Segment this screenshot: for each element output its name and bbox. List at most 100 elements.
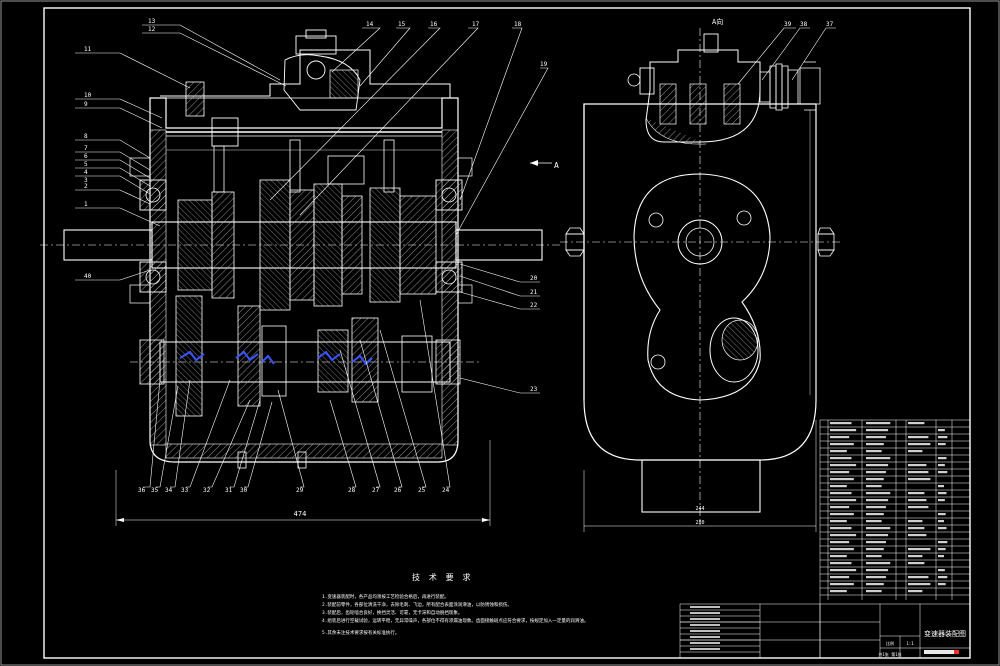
table-cell-mark — [866, 499, 889, 502]
side-view-a: A向 — [560, 17, 840, 532]
section-arrow-label: A — [554, 161, 559, 170]
gear-tooth-marks — [179, 350, 373, 366]
table-cell-mark — [866, 513, 884, 516]
table-cell-mark — [866, 506, 886, 509]
table-cell-mark — [938, 513, 946, 516]
table-cell-mark — [908, 527, 925, 530]
title-cell-mark — [690, 624, 720, 626]
table-cell-mark — [938, 520, 944, 523]
balloon: 15 — [398, 21, 406, 28]
table-cell-mark — [830, 562, 852, 565]
table-cell-mark — [938, 492, 947, 495]
table-cell-mark — [938, 499, 945, 502]
balloon: 31 — [225, 487, 233, 494]
table-cell-mark — [866, 534, 889, 537]
table-cell-mark — [866, 457, 891, 460]
table-cell-mark — [908, 562, 925, 565]
table-cell-mark — [908, 471, 929, 474]
tech-title: 技 术 要 求 — [412, 572, 472, 582]
balloon: 29 — [296, 487, 304, 494]
balloon: 39 — [784, 21, 792, 28]
table-cell-mark — [830, 457, 852, 460]
table-cell-mark — [908, 520, 923, 523]
table-cell-mark — [908, 534, 927, 537]
table-cell-mark — [908, 478, 931, 481]
balloon: 4 — [84, 169, 88, 176]
table-cell-mark — [866, 562, 891, 565]
tech-note: 5.其余未注技术要求按有关标准执行。 — [322, 629, 399, 636]
part-balloons-top: 13 12 14 15 16 17 18 19 — [148, 18, 548, 68]
table-cell-mark — [908, 576, 929, 579]
table-cell-mark — [830, 499, 857, 502]
table-cell-mark — [866, 436, 886, 439]
table-cell-mark — [830, 527, 852, 530]
table-cell-mark — [938, 429, 945, 432]
table-cell-mark — [866, 450, 882, 453]
table-cell-mark — [830, 590, 847, 593]
table-cell-mark — [938, 464, 945, 467]
table-cell-mark — [938, 471, 948, 474]
balloon: 10 — [84, 92, 92, 99]
balloon: 17 — [472, 21, 480, 28]
balloon: 8 — [84, 133, 88, 140]
table-cell-mark — [866, 464, 889, 467]
balloon: 34 — [165, 487, 173, 494]
main-section-view: 474 A — [40, 18, 560, 526]
balloon: 19 — [540, 61, 548, 68]
technical-requirements: 技 术 要 求 1.变速器装配时，各产品均须按工艺检验合格后，再进行装配。 2.… — [322, 572, 588, 636]
part-balloons-right: 20 21 22 23 — [530, 275, 538, 393]
table-cell-mark — [908, 492, 925, 495]
table-cell-mark — [938, 576, 948, 579]
table-cell-mark — [830, 478, 854, 481]
table-cell-mark — [908, 436, 929, 439]
balloon: 23 — [530, 386, 538, 393]
table-cell-mark — [908, 506, 929, 509]
balloon: 11 — [84, 46, 92, 53]
table-cell-mark — [866, 492, 891, 495]
balloon: 13 — [148, 18, 156, 25]
parts-list-cells — [690, 422, 948, 650]
balloon: 1 — [84, 201, 88, 208]
balloon: 16 — [430, 21, 438, 28]
table-cell-mark — [830, 443, 854, 446]
table-cell-mark — [866, 569, 889, 572]
title-cell-mark — [690, 606, 720, 608]
table-cell-mark — [908, 548, 931, 551]
table-cell-mark — [908, 443, 931, 446]
countershaft-gears — [139, 295, 461, 417]
side-studs — [565, 227, 835, 257]
tech-note: 1.变速器装配时，各产品均须按工艺检验合格后，再进行装配。 — [322, 593, 449, 600]
balloon: 36 — [138, 487, 146, 494]
dimension-right-outer: 280 — [695, 520, 704, 526]
drawing-name: 变速器装配图 — [924, 629, 966, 638]
table-cell-mark — [908, 464, 927, 467]
balloon: 28 — [348, 487, 356, 494]
table-cell-mark — [938, 527, 947, 530]
part-balloons-bottom: 36 35 34 33 32 31 30 29 28 27 26 25 24 — [138, 487, 450, 494]
table-cell-mark — [830, 513, 854, 516]
balloon: 33 — [181, 487, 189, 494]
balloon: 9 — [84, 101, 88, 108]
view-label-a: A向 — [712, 17, 723, 26]
table-cell-mark — [830, 422, 852, 425]
table-cell-mark — [866, 520, 882, 523]
balloon: 7 — [84, 145, 88, 152]
balloon: 21 — [530, 289, 538, 296]
table-cell-mark — [908, 590, 923, 593]
balloon: 35 — [151, 487, 159, 494]
balloon: 32 — [203, 487, 211, 494]
table-cell-mark — [866, 422, 891, 425]
balloon: 27 — [372, 487, 380, 494]
table-cell-mark — [908, 499, 927, 502]
table-cell-mark — [830, 541, 850, 544]
table-cell-mark — [938, 436, 948, 439]
bellows-boot — [759, 61, 821, 111]
title-cell-mark — [690, 612, 720, 614]
balloon: 40 — [84, 273, 92, 280]
balloon: 20 — [530, 275, 538, 282]
parts-list-table — [819, 419, 971, 659]
part-balloons-left: 11 10 9 8 7 6 5 4 3 2 1 40 — [84, 46, 92, 280]
title-cell-mark — [690, 648, 720, 650]
tech-note: 3.装配后，齿轮啮合良好，换挡灵活、可靠，无卡滞和自动脱挡现象。 — [322, 609, 462, 616]
